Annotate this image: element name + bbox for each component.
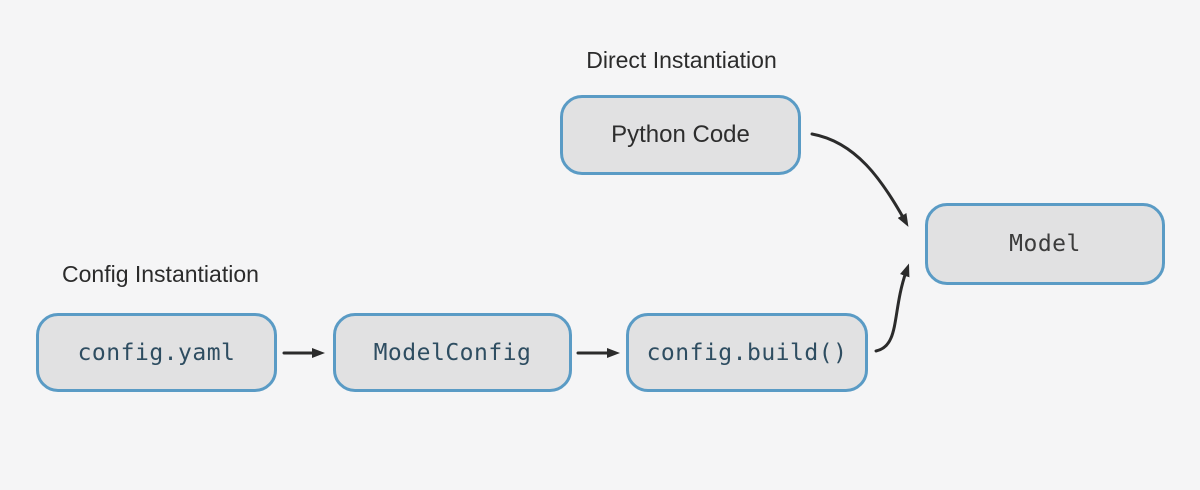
node-python-code: Python Code (560, 95, 801, 175)
node-model-label: Model (1009, 231, 1081, 257)
edge-python-code-to-model (810, 132, 909, 227)
node-model-config: ModelConfig (333, 313, 572, 392)
node-model: Model (925, 203, 1165, 285)
node-config-yaml-label: config.yaml (77, 339, 236, 366)
node-config-build-label: config.build() (646, 339, 848, 366)
node-python-code-label: Python Code (611, 121, 750, 148)
section-label-direct-instantiation: Direct Instantiation (586, 47, 777, 73)
node-model-config-label: ModelConfig (373, 339, 532, 366)
node-config-build: config.build() (626, 313, 868, 392)
node-config-yaml: config.yaml (36, 313, 277, 392)
edge-config-build-to-model (874, 263, 910, 353)
section-label-config-instantiation: Config Instantiation (62, 261, 259, 287)
